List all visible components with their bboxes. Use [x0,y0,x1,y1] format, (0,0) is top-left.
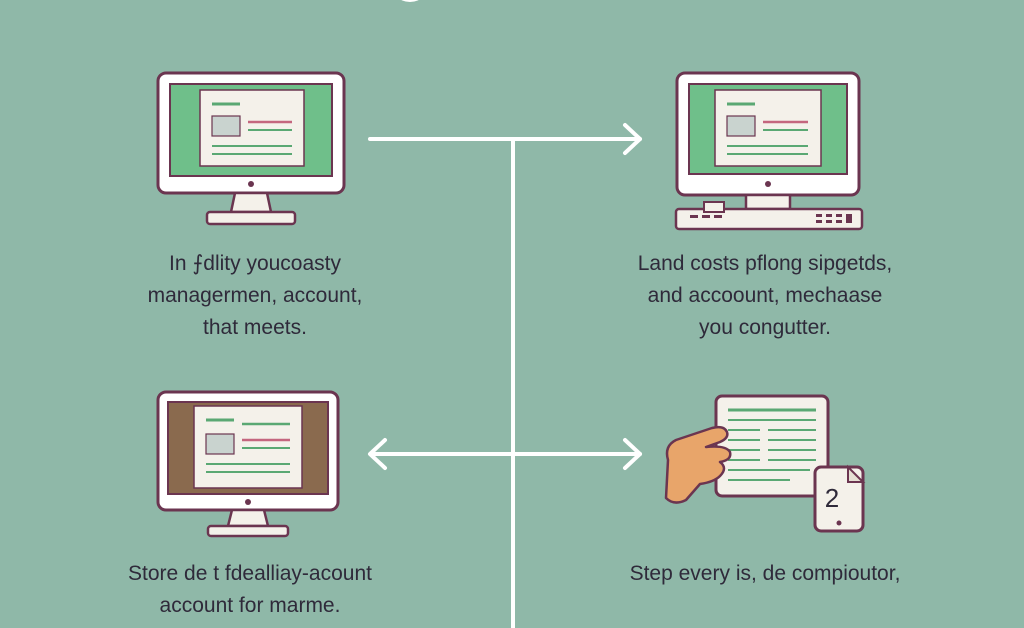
caption-line: managermen, account, [147,284,363,307]
hand-icon [664,425,732,504]
hand-document-icon: 2 [664,394,866,533]
caption-line: you congutter. [699,316,831,339]
monitor-icon [156,390,340,538]
monitor-icon [156,71,346,226]
caption-line: Land costs pflong sipgetds, [637,252,893,275]
caption-line: Step every is, de compioutor, [629,562,901,585]
arrow-right-head-bottom [623,438,642,470]
caption-line: and accoount, mechaase [647,284,883,307]
arrow-right-head-top [623,123,642,155]
caption-line: In ⨍dlity youcoasty [168,252,342,275]
step-caption-top-left: In ⨍dlity youcoasty managermen, account,… [100,248,410,344]
step-caption-bottom-left: Store de t fdealliay-acount account for … [70,558,430,622]
top-circle-mark [401,0,419,2]
connector-lines [368,123,642,628]
caption-line: that meets. [203,316,307,339]
caption-line: Store de t fdealliay-acount [128,562,372,585]
computer-keyboard-icon [674,71,864,231]
arrow-left-head [368,438,387,470]
step-number-badge: 2 [825,483,839,513]
caption-line: account for marme. [159,594,341,617]
step-caption-top-right: Land costs pflong sipgetds, and accoount… [590,248,940,344]
step-caption-bottom-right: Step every is, de compioutor, [580,558,950,590]
